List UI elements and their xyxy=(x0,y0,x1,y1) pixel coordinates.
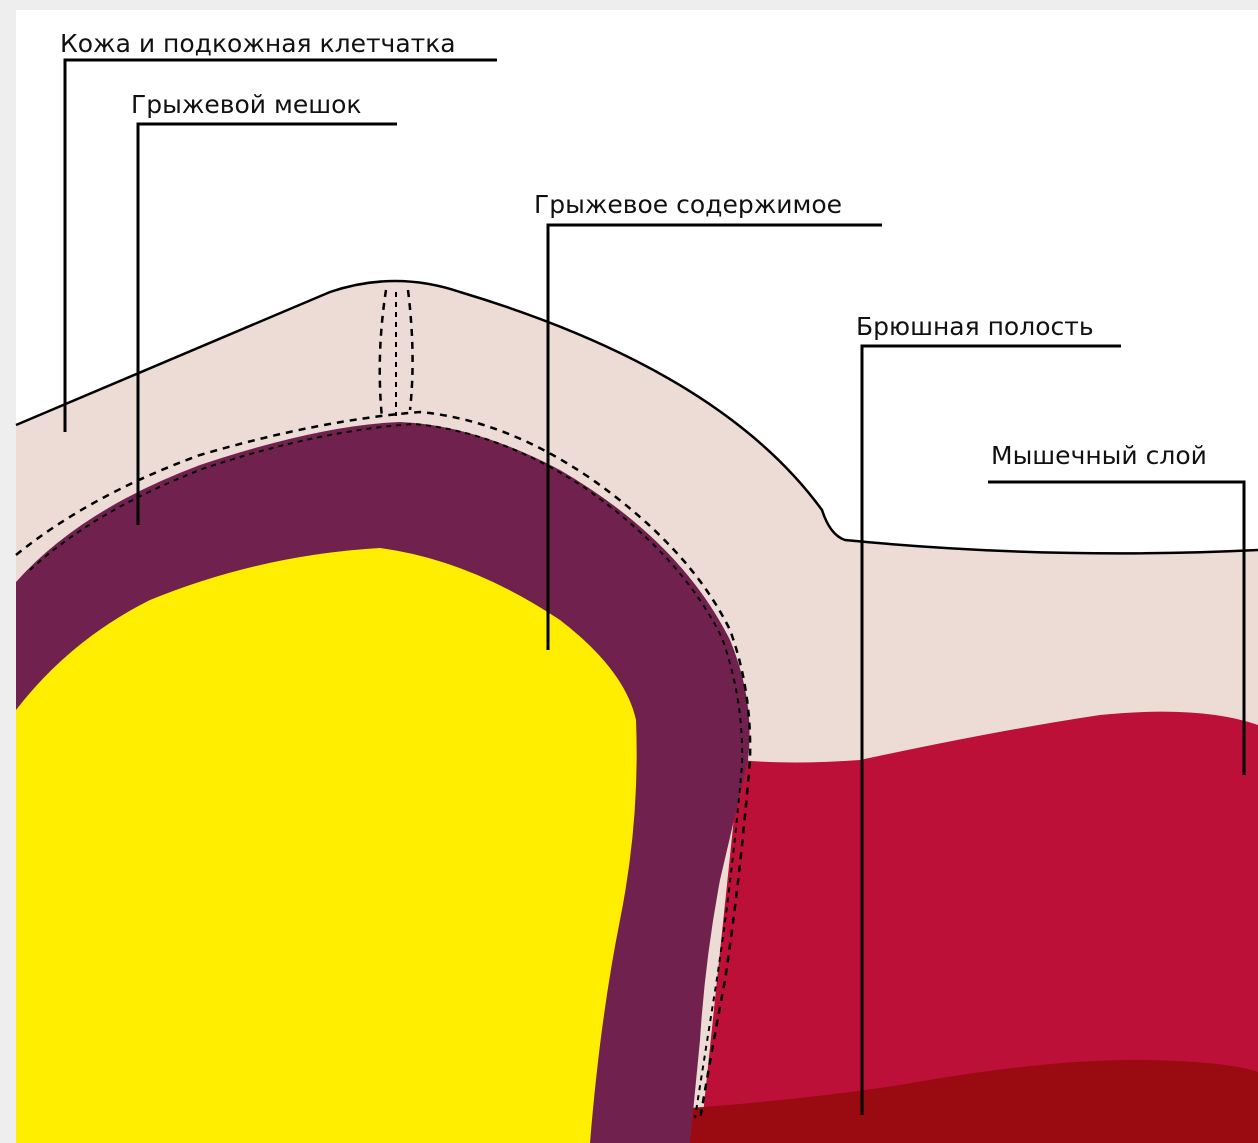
label-hernial-contents: Грыжевое содержимое xyxy=(534,190,842,219)
label-muscle-layer: Мышечный слой xyxy=(991,441,1207,470)
label-hernial-sac: Грыжевой мешок xyxy=(131,90,362,119)
label-abdominal-cavity: Брюшная полость xyxy=(856,312,1094,341)
hernial-contents xyxy=(16,548,637,1143)
label-skin: Кожа и подкожная клетчатка xyxy=(60,29,456,58)
